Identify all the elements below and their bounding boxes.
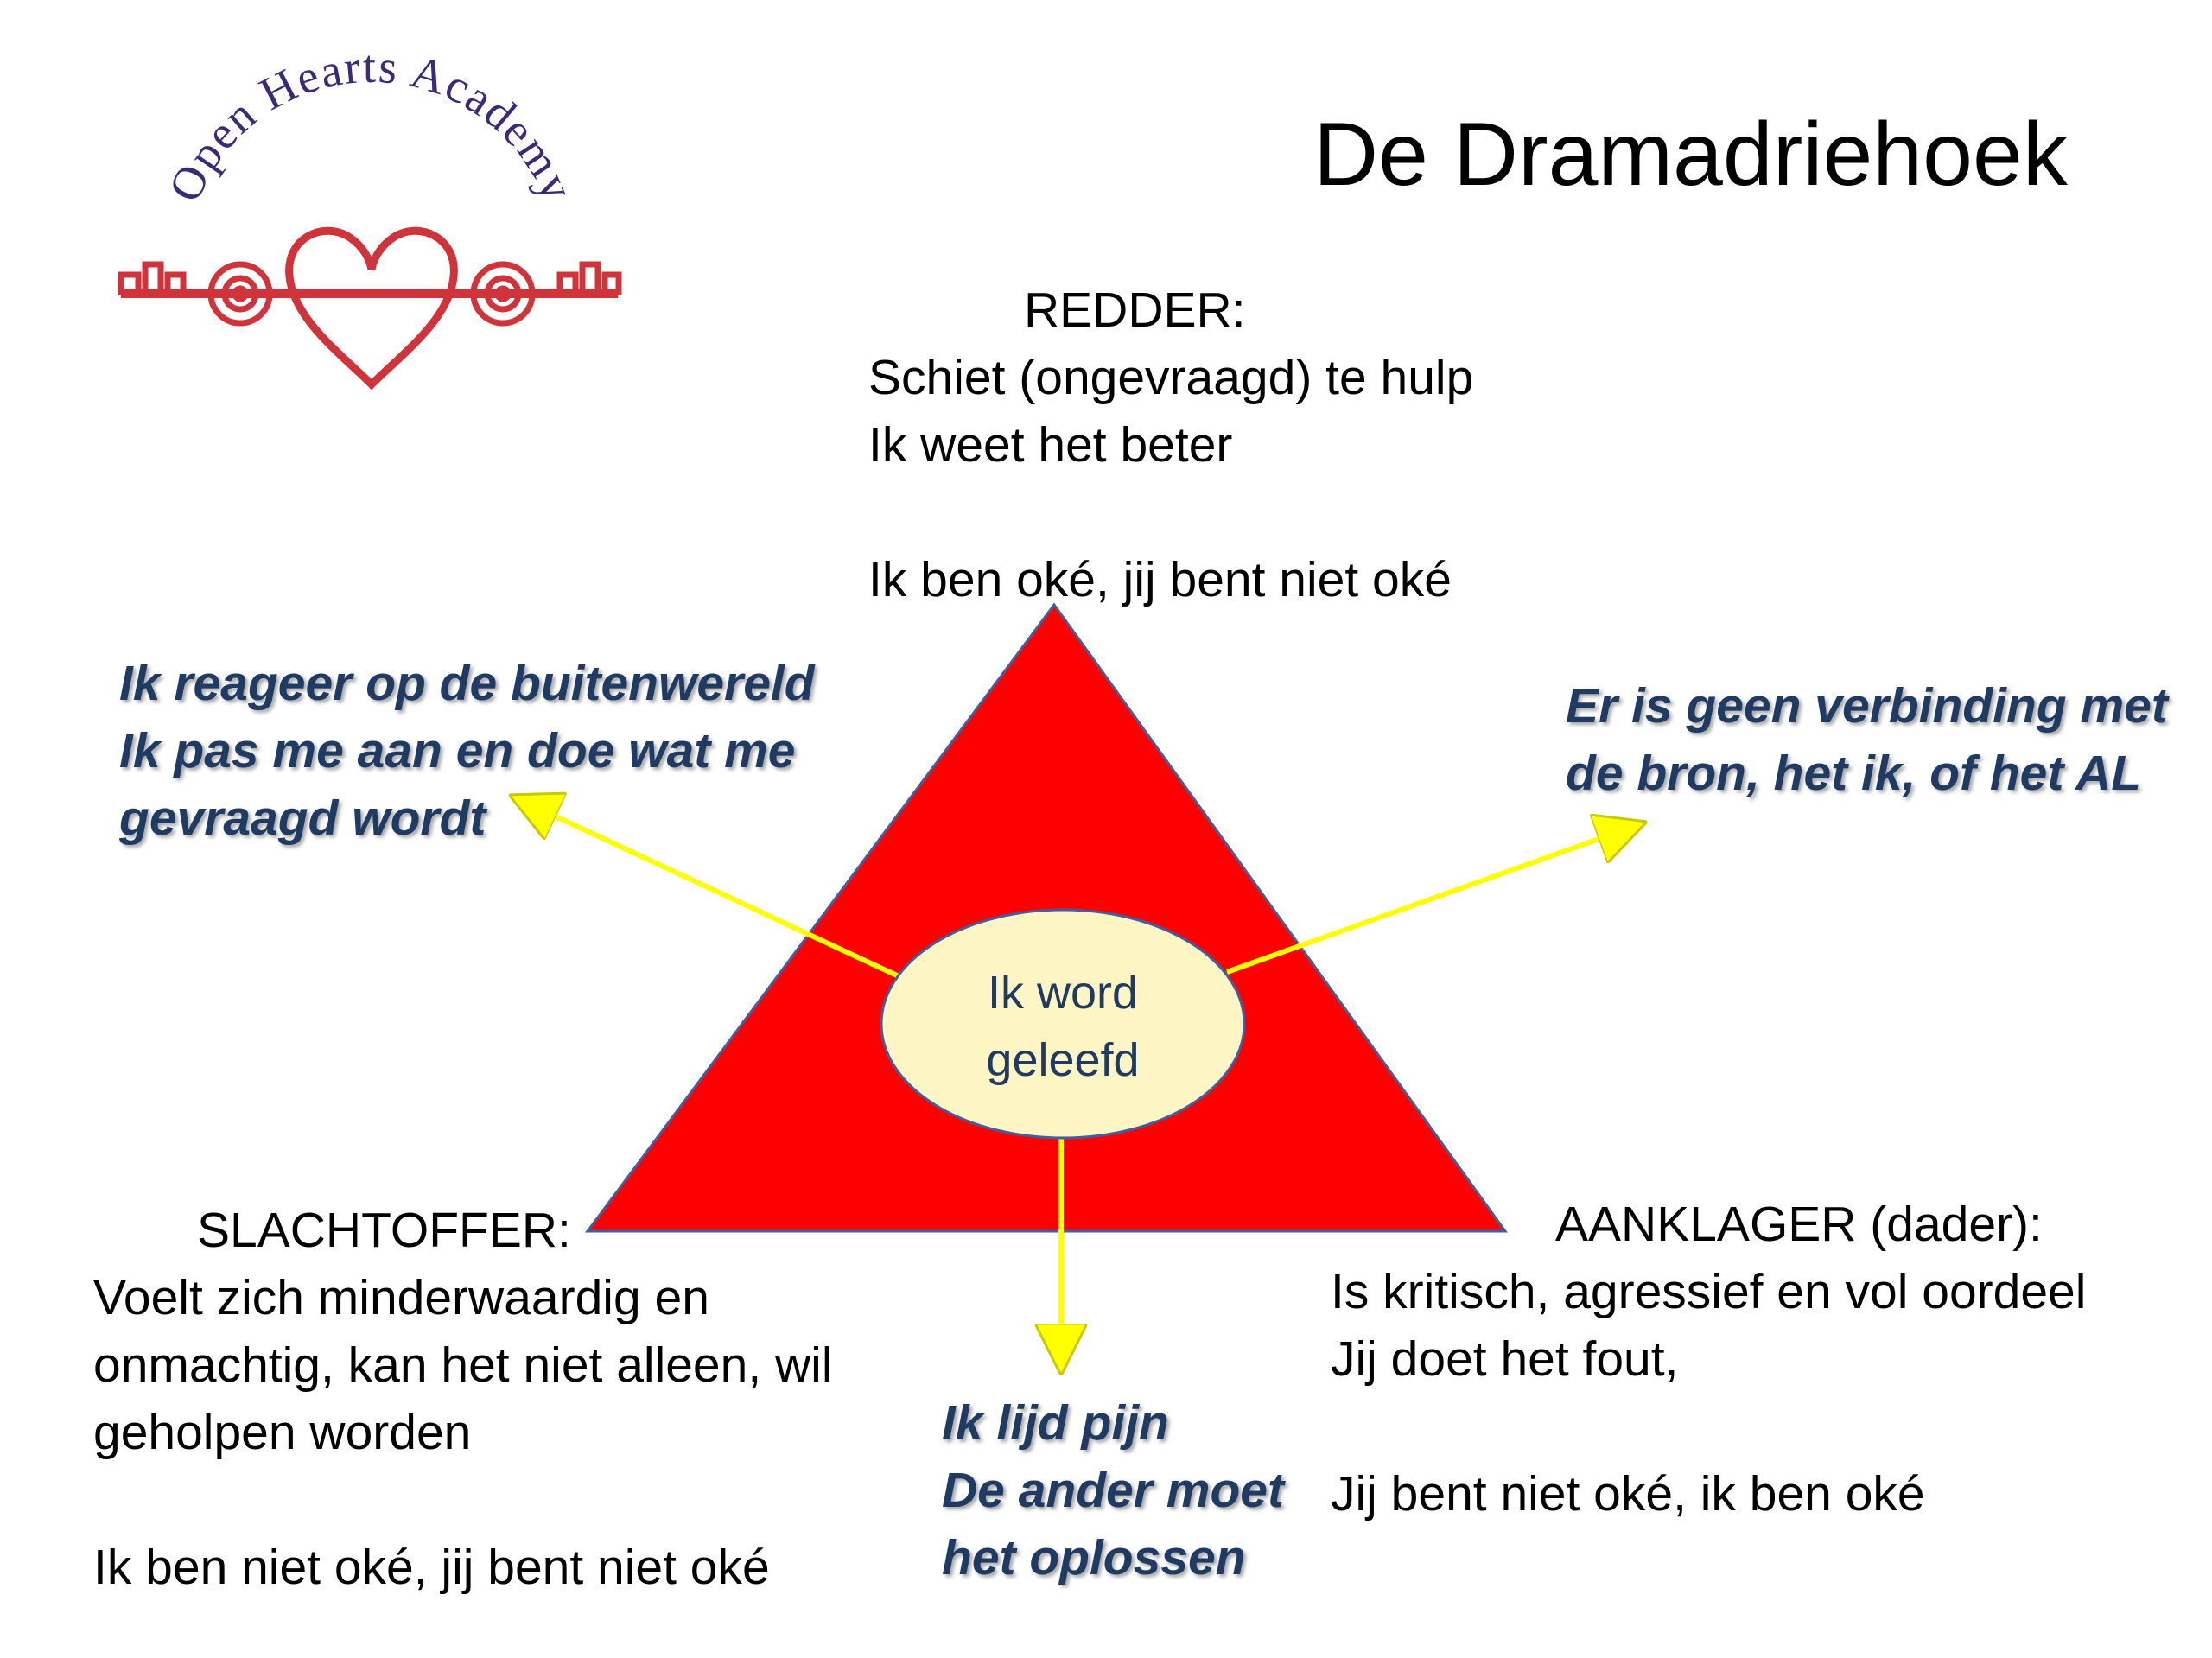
arrow-down-line-1: Ik lijd pijn [942, 1395, 1169, 1451]
open-hearts-academy-logo: Open Hearts Academy [118, 41, 622, 391]
redder-line-1: Schiet (ongevraagd) te hulp [868, 350, 1474, 405]
arrow-left-line-2: Ik pas me aan en doe wat me [119, 723, 796, 778]
arrow-down-line-2: De ander moet [942, 1463, 1284, 1518]
ornament-left-icon [207, 261, 273, 327]
center-line-2: geleefd [986, 1034, 1140, 1086]
arrow-right [1225, 825, 1637, 975]
redder-block: REDDER: Schiet (ongevraagd) te hulp Ik w… [868, 276, 1473, 613]
arrow-right-label: Er is geen verbinding met de bron, het i… [1566, 672, 2168, 807]
aanklager-heading: AANKLAGER (dader): [1555, 1197, 2043, 1252]
slachtoffer-line-3: geholpen worden [93, 1405, 472, 1460]
arrow-right-line-1: Er is geen verbinding met [1566, 678, 2168, 734]
aanklager-line-4: Jij bent niet oké, ik ben oké [1331, 1466, 1925, 1521]
key-left-icon [118, 261, 187, 297]
arrow-down-label: Ik lijd pijn De ander moet het oplossen [942, 1389, 1284, 1591]
slachtoffer-line-4 [93, 1466, 833, 1534]
slachtoffer-line-2: onmachtig, kan het niet alleen, wil [93, 1337, 833, 1393]
redder-line-2: Ik weet het beter [868, 417, 1233, 473]
slachtoffer-heading: SLACHTOFFER: [197, 1203, 571, 1258]
arrow-down-line-3: het oplossen [942, 1530, 1246, 1585]
aanklager-line-2: Jij doet het fout, [1331, 1331, 1679, 1387]
arrow-left [518, 799, 900, 979]
center-line-1: Ik word [987, 967, 1139, 1019]
logo-arc-text: Open Hearts Academy [158, 41, 584, 209]
arrow-right-line-2: de bron, het ik, of het AL [1566, 746, 2142, 801]
center-label: Ik word geleefd [881, 959, 1244, 1094]
arrow-left-label: Ik reageer op de buitenwereld Ik pas me … [119, 650, 815, 852]
key-right-icon [556, 261, 622, 297]
ornament-right-icon [470, 261, 536, 327]
aanklager-block: AANKLAGER (dader): Is kritisch, agressie… [1331, 1191, 2086, 1528]
page-title: De Dramadriehoek [1313, 105, 2068, 205]
slachtoffer-line-5: Ik ben niet oké, jij bent niet oké [93, 1540, 770, 1595]
redder-line-3 [868, 479, 1473, 546]
slachtoffer-line-1: Voelt zich minderwaardig en [93, 1270, 709, 1325]
aanklager-line-1: Is kritisch, agressief en vol oordeel [1331, 1264, 2087, 1319]
slachtoffer-block: SLACHTOFFER: Voelt zich minderwaardig en… [93, 1197, 833, 1601]
aanklager-line-3 [1331, 1393, 2086, 1460]
arrow-left-line-1: Ik reageer op de buitenwereld [119, 656, 815, 711]
arrow-left-line-3: gevraagd wordt [119, 791, 486, 846]
center-ellipse [880, 908, 1246, 1140]
redder-line-4: Ik ben oké, jij bent niet oké [868, 552, 1452, 607]
heart-icon [285, 226, 458, 391]
redder-heading: REDDER: [1024, 283, 1246, 338]
